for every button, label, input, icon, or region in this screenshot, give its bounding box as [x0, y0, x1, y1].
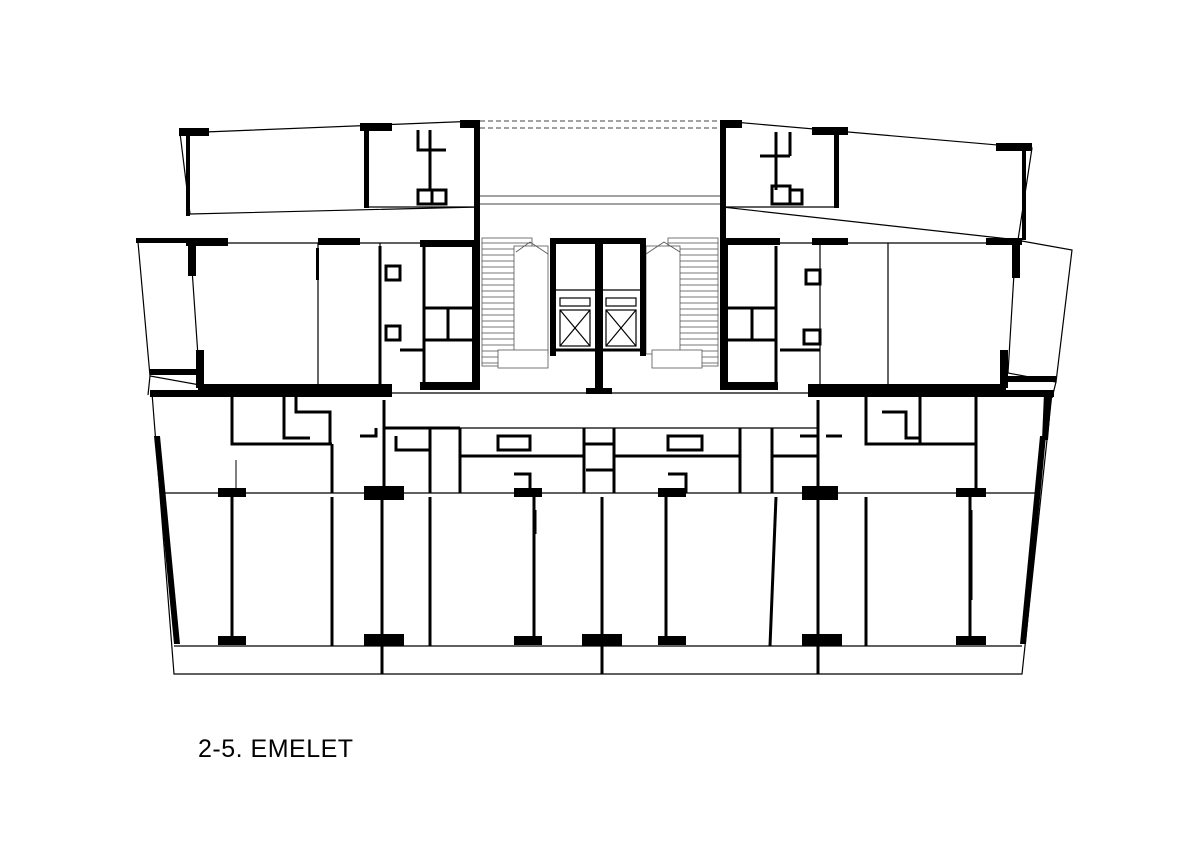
- corridor-rooms: [230, 393, 978, 493]
- floor-label: 2-5. EMELET: [198, 735, 354, 763]
- window-openings: [235, 460, 973, 600]
- lower-block-exterior-walls: [150, 390, 1054, 644]
- stair-left: [481, 237, 549, 369]
- upper-left-bathroom: [416, 130, 448, 206]
- upper-right-bathroom: [760, 132, 804, 206]
- elevator-core: [550, 238, 646, 394]
- upper-right-wing: [721, 120, 1033, 241]
- middle-right-bathroom: [726, 246, 822, 386]
- middle-right-wing: [726, 239, 1073, 399]
- stair-right: [645, 237, 719, 369]
- upper-left-wing-walls: [179, 120, 480, 244]
- structural-columns: [218, 486, 986, 646]
- apartment-partitions: [230, 496, 972, 674]
- elevator-cabin-left: [559, 297, 591, 347]
- elevator-cabin-right: [605, 297, 637, 347]
- top-canopy: [480, 120, 720, 205]
- upper-right-wing-walls: [720, 120, 1032, 244]
- middle-left-wing-walls: [136, 238, 480, 391]
- middle-right-wing-walls: [720, 238, 1056, 391]
- middle-left-bathroom: [378, 246, 474, 386]
